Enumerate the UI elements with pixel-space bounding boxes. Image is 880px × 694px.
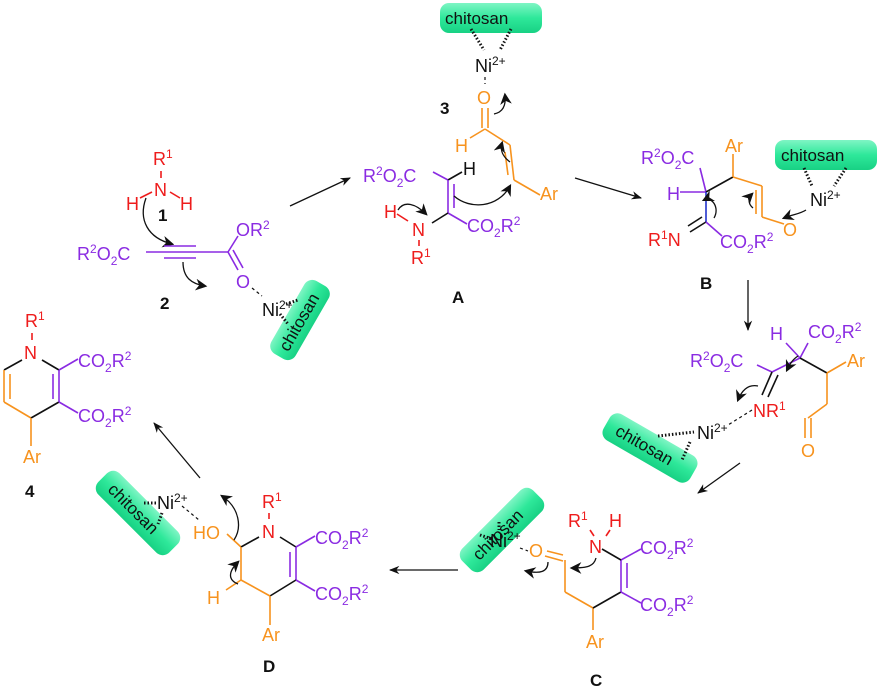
- p4-n: N: [24, 343, 37, 363]
- curved-arrow-o-to-ni: [781, 209, 807, 220]
- int-ar: Ar: [847, 351, 865, 371]
- B-co2r2: CO2R2: [720, 230, 774, 256]
- p4-ar: Ar: [23, 447, 41, 467]
- c2-or2: OR2: [236, 218, 270, 240]
- cycle-arrows: [153, 177, 753, 575]
- D-co2r2-bottom: CO2R2: [315, 582, 369, 608]
- arrow-A-to-B: [574, 177, 642, 200]
- chitosan-support-B: chitosan: [775, 140, 877, 170]
- compound-label-C: C: [590, 671, 602, 690]
- curved-arrow-h-elimination: [227, 560, 240, 585]
- D-ar: Ar: [262, 625, 280, 645]
- curved-arrow-enolate-shift: [741, 192, 754, 209]
- chitosan-support-2: chitosan: [270, 279, 330, 361]
- svg-text:chitosan: chitosan: [781, 146, 844, 165]
- c3-o: O: [477, 88, 491, 108]
- c2-carbonyl-o: O: [236, 272, 250, 292]
- intermediate-imine: H CO2R2 R2O2C Ar O NR1 Ni2+ chitosan: [602, 320, 865, 483]
- arrow-D-to-4: [153, 422, 201, 479]
- p4-co2r2-bottom: CO2R2: [78, 404, 132, 430]
- int-nr1: NR1: [753, 399, 786, 421]
- B-ni-center: Ni2+: [810, 188, 841, 210]
- int-h: H: [770, 324, 783, 344]
- c3-ar: Ar: [540, 184, 558, 204]
- curved-arrow-alkene-shift: [493, 140, 511, 163]
- intermediate-D: chitosan Ni2+ HO N R1 Ar H CO2R2 CO2R2 D: [95, 470, 369, 676]
- c3-ni-center: Ni2+: [475, 54, 506, 76]
- curved-arrow-co-to-ni-C: [523, 561, 549, 579]
- p4-r1: R1: [25, 309, 45, 331]
- chitosan-support-3: chitosan: [440, 3, 542, 33]
- compound-label-3: 3: [440, 99, 449, 118]
- A-h-n: H: [384, 202, 397, 222]
- C-n: N: [589, 537, 602, 557]
- curved-arrow-imine-to-ni: [736, 384, 759, 403]
- intermediate-C: chitosan Ni2+ O Ar N R1 H CO2R2 CO2R2 C: [459, 487, 694, 690]
- A-h: H: [463, 159, 476, 179]
- curved-arrow-alkyne-shift: [182, 261, 208, 291]
- B-h: H: [667, 184, 680, 204]
- compound-label-1: 1: [158, 206, 167, 225]
- D-h: H: [207, 588, 220, 608]
- C-ni-center: Ni2+: [490, 529, 521, 551]
- compound-label-A: A: [452, 288, 464, 307]
- C-co2r2-top: CO2R2: [640, 536, 694, 562]
- curved-arrow-co-to-ni: [493, 92, 512, 115]
- chitosan-support-D: chitosan: [95, 470, 181, 556]
- B-ar: Ar: [725, 136, 743, 156]
- B-o: O: [783, 220, 797, 240]
- compound-3-aldehyde-complex: chitosan Ni2+ O 3 H Ar: [440, 3, 558, 204]
- C-co2r2-bottom: CO2R2: [640, 593, 694, 619]
- int-o: O: [801, 441, 815, 461]
- svg-text:chitosan: chitosan: [445, 9, 508, 28]
- curved-arrow-amine-attack: [142, 197, 175, 248]
- intermediate-A-enamine: R2O2C H CO2R2 H N R1 A: [363, 159, 521, 307]
- arrow-2-to-A: [289, 177, 351, 207]
- arrow-int-to-C: [697, 462, 741, 494]
- C-r1: R1: [568, 509, 588, 531]
- C-ar: Ar: [586, 632, 604, 652]
- c2-r2o2c: R2O2C: [77, 242, 130, 268]
- B-r2o2c: R2O2C: [641, 146, 694, 172]
- D-r1: R1: [262, 490, 282, 512]
- p4-co2r2-top: CO2R2: [78, 349, 132, 375]
- D-ho: HO: [193, 523, 220, 543]
- B-r1n: R1N: [648, 228, 681, 250]
- curved-arrow-h-shift-imine: [785, 355, 799, 373]
- c1-h-right: H: [180, 194, 193, 214]
- D-n: N: [262, 522, 275, 542]
- compound-label-B: B: [700, 274, 712, 293]
- C-h: H: [609, 511, 622, 531]
- C-o: O: [529, 541, 543, 561]
- curved-arrow-nh-to-n: [397, 203, 428, 216]
- int-ni-center: Ni2+: [697, 421, 728, 443]
- compound-label-D: D: [263, 657, 275, 676]
- int-r2o2c: R2O2C: [690, 349, 743, 375]
- chitosan-support-C: chitosan: [459, 487, 545, 573]
- c1-r1: R1: [153, 147, 173, 169]
- D-co2r2-top: CO2R2: [315, 526, 369, 552]
- compound-1-amine: R1 N H H 1: [126, 147, 193, 248]
- A-n: N: [412, 220, 425, 240]
- c1-h-left: H: [126, 194, 139, 214]
- curved-arrow-oh-leaving: [220, 494, 240, 541]
- compound-label-2: 2: [160, 294, 169, 313]
- compound-label-4: 4: [25, 482, 35, 501]
- curved-arrow-michael-addition: [453, 183, 512, 206]
- c1-n: N: [154, 180, 167, 200]
- product-4-dihydropyridine: R1 N Ar CO2R2 CO2R2 4: [3, 309, 132, 501]
- D-ni-center: Ni2+: [157, 491, 188, 513]
- intermediate-B: R2O2C H Ar O R1N CO2R2 chitosan Ni2+ B: [641, 136, 877, 293]
- A-r1: R1: [411, 246, 431, 268]
- chitosan-support-int: chitosan: [602, 413, 698, 483]
- compound-2-alkyne: R2O2C OR2 O 2 Ni2+ chitosan: [77, 218, 330, 361]
- curved-arrow-h-transfer: [701, 190, 717, 219]
- int-co2r2-top: CO2R2: [808, 320, 862, 346]
- A-r2o2c: R2O2C: [363, 164, 416, 190]
- c3-h: H: [455, 136, 468, 156]
- A-co2r2: CO2R2: [467, 214, 521, 240]
- curved-arrow-n-cyclization: [569, 557, 597, 574]
